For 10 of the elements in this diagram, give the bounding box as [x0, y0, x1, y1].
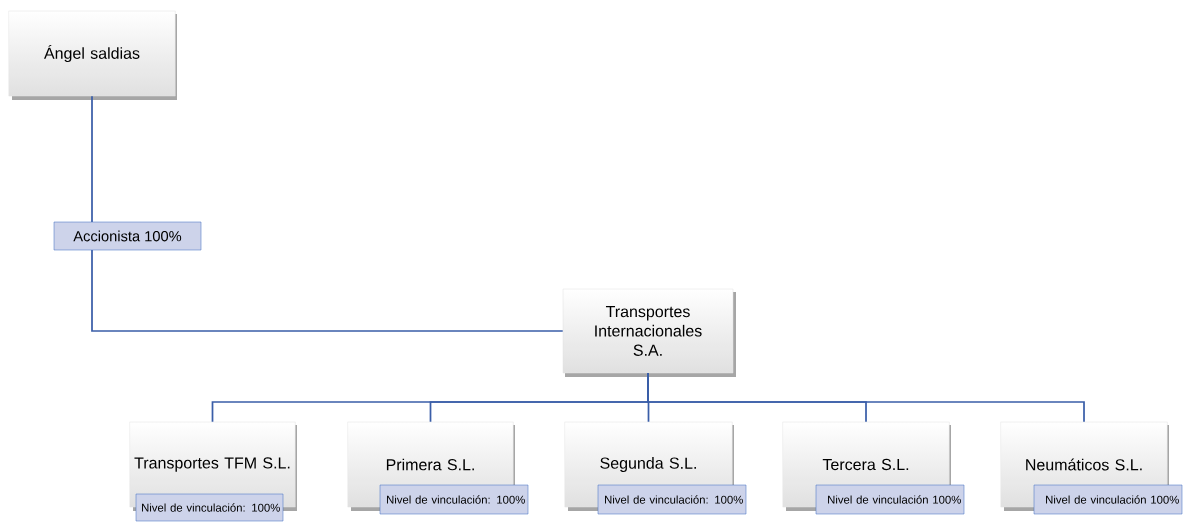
- company-box: Ángel saldias: [8, 10, 177, 100]
- connector-line: [647, 372, 1085, 423]
- connector-line: [91, 95, 564, 332]
- link-level-tag: Nivel de vinculación: 100%: [597, 484, 747, 515]
- link-level-tag: Nivel de vinculación: 100%: [379, 484, 529, 515]
- edge-label: Accionista 100%: [53, 221, 202, 251]
- link-level-tag: Nivel de vinculación 100%: [1033, 484, 1183, 515]
- link-level-tag: Nivel de vinculación 100%: [815, 484, 965, 515]
- company-box: Transportes Internacionales S.A.: [562, 288, 736, 377]
- link-level-tag: Nivel de vinculación: 100%: [135, 493, 284, 522]
